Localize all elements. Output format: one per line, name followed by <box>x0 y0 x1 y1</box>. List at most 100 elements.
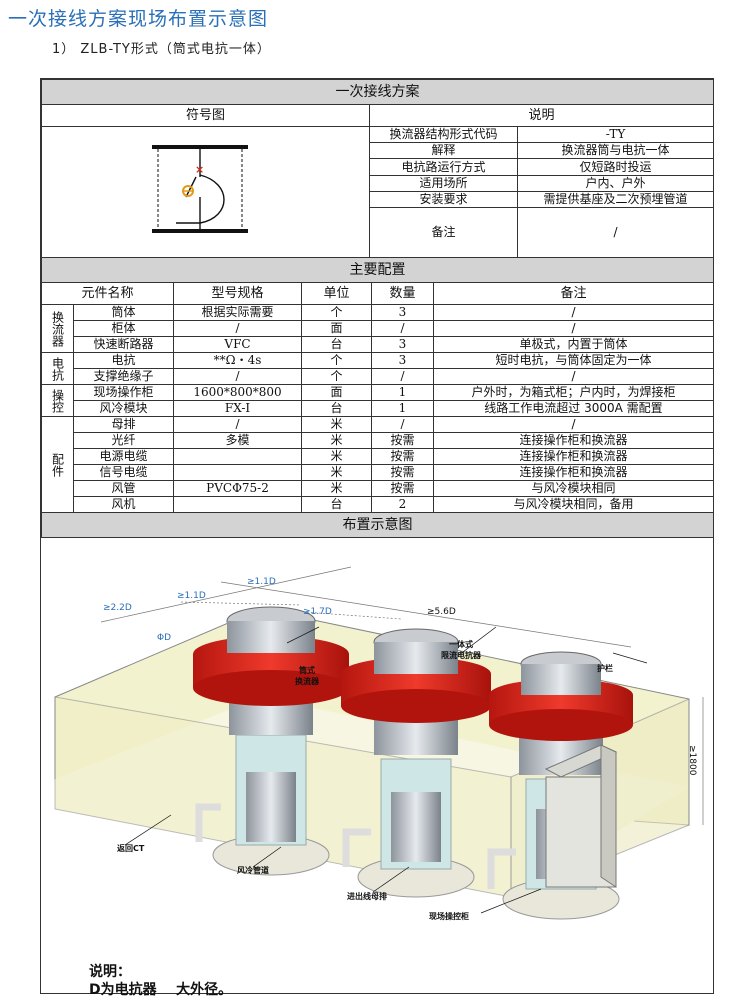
desc-key: 解释 <box>369 142 518 160</box>
item-spec: PVCΦ75-2 <box>173 480 302 497</box>
notes-heading: 说明： <box>89 964 131 980</box>
item-unit: 面 <box>301 384 372 401</box>
config-row: 光纤多模米按需连接操作柜和换流器 <box>42 432 714 449</box>
item-unit: 台 <box>301 336 372 353</box>
group-label: 操控 <box>41 384 74 417</box>
label-air-duct: 风冷管道 <box>237 866 269 875</box>
item-qty: 3 <box>371 304 434 321</box>
desc-key: 安装要求 <box>369 190 518 209</box>
desc-value: 需提供基座及二次预埋管道 <box>516 190 715 209</box>
col-header: 型号规格 <box>173 282 302 305</box>
item-remark: 与风冷模块相同 <box>433 480 714 497</box>
control-cabinet <box>544 744 618 888</box>
item-remark: 与风冷模块相同，备用 <box>433 496 714 513</box>
dim-phi-d: ΦD <box>157 633 172 643</box>
desc-key: 换流器结构形式代码 <box>369 125 518 144</box>
config-row: 支撑绝缘子/个// <box>42 368 714 385</box>
wiring-symbol: × <box>151 145 248 233</box>
col-header: 元件名称 <box>41 282 174 305</box>
item-name: 风机 <box>73 496 174 513</box>
page-title: 一次接线方案现场布置示意图 <box>8 8 269 30</box>
item-unit: 米 <box>301 448 372 465</box>
item-name: 现场操作柜 <box>73 384 174 401</box>
config-row: 信号电缆米按需连接操作柜和换流器 <box>42 464 714 481</box>
label-guardrail: 护栏 <box>597 664 613 673</box>
item-spec: 多模 <box>173 432 302 449</box>
desc-value: -TY <box>516 125 715 144</box>
config-row: 柜体/面// <box>42 320 714 337</box>
desc-value: 换流器筒与电抗一体 <box>516 142 715 160</box>
dim-1800: ≥1800 <box>687 745 697 776</box>
item-qty: 按需 <box>371 464 434 481</box>
item-remark: 短时电抗，与筒体固定为一体 <box>433 352 714 369</box>
item-spec: / <box>173 320 302 337</box>
label-return-ct: 返回CT <box>117 844 145 853</box>
item-remark: / <box>433 368 714 385</box>
item-spec <box>173 448 302 465</box>
item-qty: 按需 <box>371 448 434 465</box>
desc-value: / <box>516 207 715 258</box>
document-frame: 一次接线方案 符号图 说明 × <box>40 78 715 998</box>
item-remark: / <box>433 304 714 321</box>
item-qty: 按需 <box>371 432 434 449</box>
item-qty: 1 <box>371 400 434 417</box>
dim-2-2d: ≥2.2D <box>103 603 132 613</box>
item-remark: 线路工作电流超过 3000A 需配置 <box>433 400 714 417</box>
item-spec <box>173 464 302 481</box>
item-name: 电抗 <box>73 352 174 369</box>
desc-header: 说明 <box>368 104 715 127</box>
item-spec: FX-I <box>173 400 302 417</box>
item-name: 支撑绝缘子 <box>73 368 174 385</box>
item-name: 电源电缆 <box>73 448 174 465</box>
item-unit: 个 <box>301 368 372 385</box>
item-unit: 台 <box>301 400 372 417</box>
label-control-cabinet: 现场操控柜 <box>429 912 469 921</box>
label-tube-converter: 筒式 换流器 <box>295 666 319 686</box>
col-header: 数量 <box>371 282 434 305</box>
item-unit: 台 <box>301 496 372 513</box>
dim-1-7d: ≥1.7D <box>303 607 332 617</box>
item-qty: / <box>371 368 434 385</box>
group-label: 换流器 <box>41 304 74 353</box>
col-header: 备注 <box>433 282 714 305</box>
converter-unit <box>193 606 349 876</box>
item-spec: / <box>173 416 302 433</box>
section-layout: 布置示意图 <box>41 512 714 538</box>
item-remark: / <box>433 320 714 337</box>
item-remark: 连接操作柜和换流器 <box>433 448 714 465</box>
item-name: 柜体 <box>73 320 174 337</box>
label-busbar: 进出线母排 <box>347 892 387 901</box>
section-wiring: 一次接线方案 <box>40 79 715 105</box>
item-spec: / <box>173 368 302 385</box>
config-row: 配件母排/米// <box>41 416 714 513</box>
item-qty: 按需 <box>371 480 434 497</box>
converter-unit <box>341 628 491 898</box>
group-label: 配件 <box>41 416 74 513</box>
item-remark: 单极式，内置于筒体 <box>433 336 714 353</box>
item-unit: 个 <box>301 352 372 369</box>
col-header: 单位 <box>301 282 372 305</box>
item-qty: / <box>371 320 434 337</box>
item-name: 光纤 <box>73 432 174 449</box>
item-spec: 1600*800*800 <box>173 384 302 401</box>
desc-key: 备注 <box>369 207 518 258</box>
item-unit: 米 <box>301 432 372 449</box>
item-spec: VFC <box>173 336 302 353</box>
desc-key: 电抗路运行方式 <box>369 158 518 176</box>
dim-1-1d-b: ≥1.1D <box>247 577 276 587</box>
item-name: 风冷模块 <box>73 400 174 417</box>
item-qty: / <box>371 416 434 433</box>
item-qty: 1 <box>371 384 434 401</box>
item-remark: 户外时，为箱式柜；户内时，为焊接柜 <box>433 384 714 401</box>
item-spec: 根据实际需要 <box>173 304 302 321</box>
dim-1-1d-a: ≥1.1D <box>177 591 206 601</box>
item-remark: / <box>433 416 714 433</box>
item-unit: 米 <box>301 480 372 497</box>
item-name: 信号电缆 <box>73 464 174 481</box>
item-spec <box>173 496 302 513</box>
page-subtitle: 1） ZLB-TY形式（筒式电抗一体） <box>52 42 271 57</box>
